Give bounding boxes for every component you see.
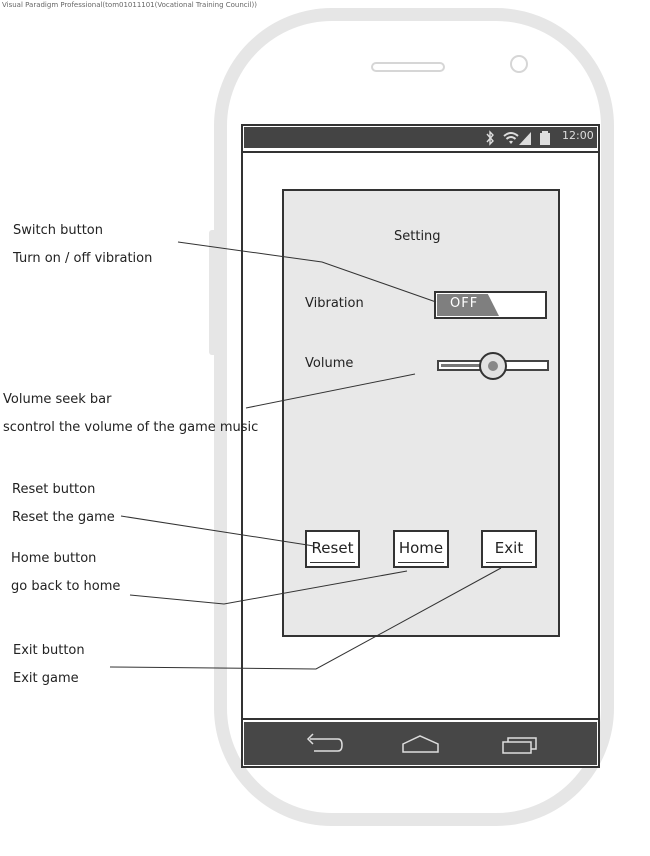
home-icon [402,735,439,753]
navigation-bar [244,722,597,765]
reset-button[interactable]: Reset [305,530,360,568]
vibration-switch-knob[interactable] [437,294,499,316]
back-icon [306,733,343,752]
vibration-switch-state: OFF [450,296,479,311]
vibration-label: Vibration [305,296,364,311]
exit-button[interactable]: Exit [481,530,537,568]
status-icons [486,130,550,146]
battery-icon [540,131,550,145]
status-clock: 12:00 [562,129,594,142]
bluetooth-icon [486,130,494,146]
front-camera [510,55,528,73]
reset-callout-line [120,515,315,547]
volume-annotation-desc: scontrol the volume of the game music [3,420,259,435]
switch-annotation-title: Switch button [13,223,103,238]
switch-callout-line [177,241,437,303]
nav-bar-divider [243,718,598,720]
exit-annotation-title: Exit button [13,643,85,658]
reset-annotation-title: Reset button [12,482,96,497]
volume-annotation-title: Volume seek bar [3,392,112,407]
watermark: Visual Paradigm Professional(tom01011101… [2,1,257,9]
exit-callout-line [109,567,502,670]
recent-apps-icon [502,737,537,754]
setting-title: Setting [394,229,441,244]
wifi-icon [503,132,519,144]
signal-icon [519,132,531,145]
home-callout-line [129,570,408,605]
home-button[interactable]: Home [393,530,449,568]
exit-annotation-desc: Exit game [13,671,79,686]
status-bar-divider [243,151,598,153]
volume-callout-line [245,373,416,409]
switch-annotation-desc: Turn on / off vibration [13,251,153,266]
home-annotation-title: Home button [11,551,97,566]
volume-label: Volume [305,356,354,371]
side-volume-key [209,230,215,355]
volume-seek-fill [441,364,481,367]
volume-seek-thumb-dot [488,361,498,371]
reset-annotation-desc: Reset the game [12,510,115,525]
earpiece-speaker [371,62,445,72]
home-annotation-desc: go back to home [11,579,121,594]
nav-icons [306,733,537,754]
